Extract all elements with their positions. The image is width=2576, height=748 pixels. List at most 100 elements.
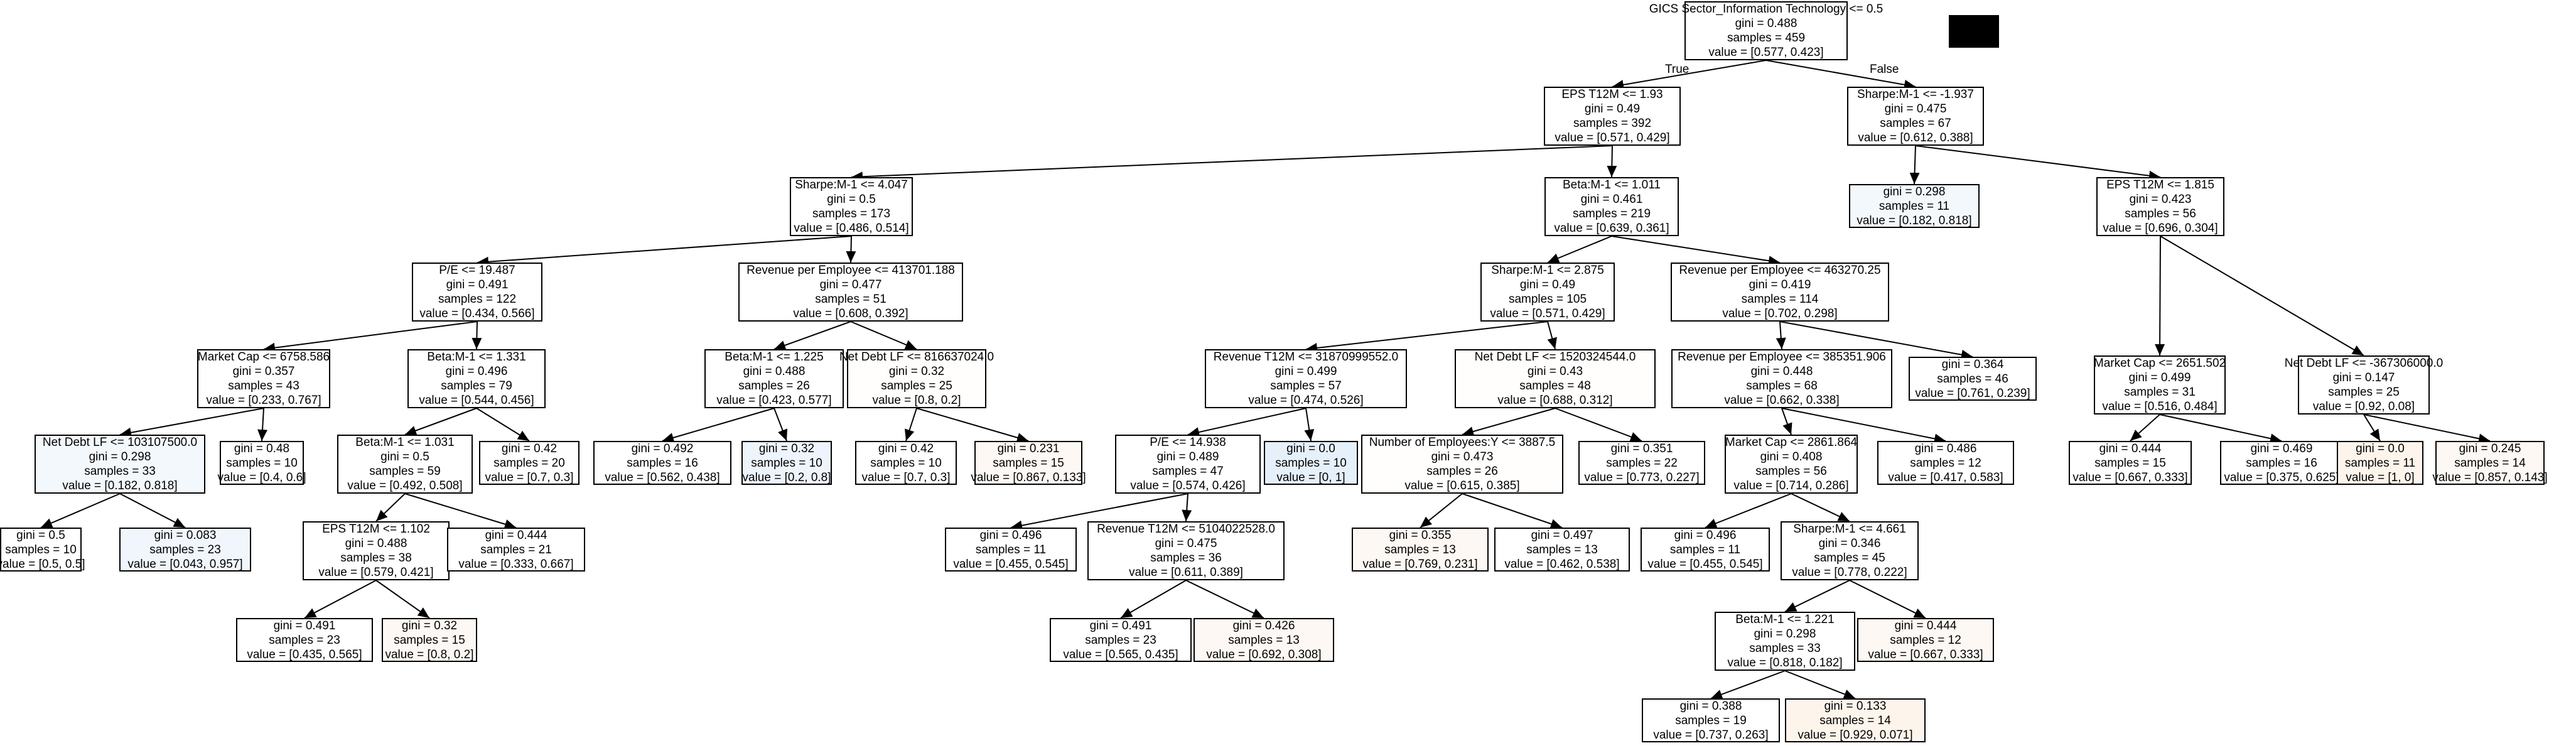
edge-n19-n38 bbox=[1781, 408, 1946, 444]
node-stat-line: value = [0.769, 0.231] bbox=[1362, 557, 1478, 571]
edge-n11-n21 bbox=[2130, 414, 2160, 442]
node-split-rule: Number of Employees:Y <= 3887.5 bbox=[1369, 436, 1556, 449]
node-stat-line: samples = 79 bbox=[441, 379, 512, 393]
edge-n35-n45 bbox=[1420, 493, 1463, 528]
node-stat-line: samples = 392 bbox=[1573, 117, 1652, 130]
edge-n41-n49 bbox=[304, 580, 377, 619]
node-stat-line: gini = 0.0 bbox=[1286, 442, 1335, 455]
node-stat-line: samples = 26 bbox=[738, 379, 810, 393]
edge-n53-n55 bbox=[1710, 670, 1786, 700]
node-stat-line: value = [0.761, 0.239] bbox=[1915, 386, 2030, 400]
node-stat-line: gini = 0.489 bbox=[1156, 450, 1219, 463]
node-stat-line: samples = 12 bbox=[1910, 456, 1981, 470]
node-stat-line: gini = 0.444 bbox=[1894, 619, 1957, 632]
node-split-rule: Revenue T12M <= 5104022528.0 bbox=[1097, 523, 1275, 536]
node-stat-line: gini = 0.496 bbox=[979, 528, 1042, 542]
edge-n15-n30 bbox=[773, 408, 788, 442]
edge-n2-n6 bbox=[1915, 145, 2161, 181]
node-stat-line: gini = 0.083 bbox=[154, 528, 217, 542]
node-stat-line: gini = 0.32 bbox=[888, 365, 945, 378]
node-split-rule: P/E <= 19.487 bbox=[439, 264, 515, 277]
node-stat-line: samples = 47 bbox=[1152, 465, 1224, 478]
edge-n48-n53 bbox=[1784, 580, 1850, 612]
node-stat-line: gini = 0.43 bbox=[1527, 365, 1583, 378]
node-stat-line: value = [0, 1] bbox=[1276, 470, 1345, 484]
node-stat-line: value = [0.562, 0.438] bbox=[605, 470, 720, 484]
edge-n11-n22 bbox=[2159, 414, 2282, 444]
edge-n16-n32 bbox=[916, 408, 1029, 443]
node-stat-line: value = [0.571, 0.429] bbox=[1490, 307, 1605, 320]
true-branch-label: True bbox=[1665, 63, 1689, 76]
node-stat-line: value = [0.667, 0.333] bbox=[2072, 470, 2188, 484]
node-stat-line: gini = 0.42 bbox=[501, 442, 558, 455]
edge-n25-n40 bbox=[119, 493, 186, 528]
node-stat-line: gini = 0.448 bbox=[1750, 365, 1813, 378]
node-stat-line: gini = 0.5 bbox=[827, 193, 876, 206]
node-stat-line: value = [0.474, 0.526] bbox=[1248, 394, 1364, 407]
edge-n10-n20 bbox=[1779, 321, 1973, 360]
node-stat-line: value = [0.737, 0.263] bbox=[1653, 728, 1769, 742]
node-stat-line: gini = 0.486 bbox=[1914, 442, 1977, 455]
node-stat-line: value = [0.714, 0.286] bbox=[1733, 479, 1849, 492]
node-stat-line: value = [0.574, 0.426] bbox=[1130, 479, 1246, 492]
node-stat-line: samples = 13 bbox=[1384, 543, 1456, 556]
node-stat-line: samples = 51 bbox=[815, 293, 887, 306]
node-stat-line: samples = 19 bbox=[1675, 713, 1747, 727]
edge-n15-n29 bbox=[662, 408, 775, 443]
node-stat-line: value = [0.435, 0.565] bbox=[247, 648, 362, 661]
node-stat-line: gini = 0.419 bbox=[1749, 278, 1811, 291]
node-stat-line: gini = 0.408 bbox=[1760, 450, 1823, 463]
node-stat-line: samples = 22 bbox=[1606, 456, 1678, 470]
edge-n18-n36 bbox=[1555, 408, 1642, 442]
node-stat-line: samples = 25 bbox=[881, 379, 952, 393]
node-stat-line: samples = 10 bbox=[226, 456, 298, 470]
node-stat-line: gini = 0.388 bbox=[1679, 699, 1742, 713]
false-branch-label: False bbox=[1870, 63, 1899, 76]
node-stat-line: samples = 10 bbox=[870, 456, 942, 470]
node-stat-line: samples = 16 bbox=[2246, 456, 2317, 470]
node-stat-line: value = [0.417, 0.583] bbox=[1888, 470, 2003, 484]
node-stat-line: gini = 0.245 bbox=[2459, 442, 2521, 455]
node-stat-line: gini = 0.444 bbox=[485, 528, 547, 542]
node-stat-line: gini = 0.444 bbox=[2099, 442, 2162, 455]
node-split-rule: Sharpe:M-1 <= -1.937 bbox=[1857, 88, 1974, 101]
node-stat-line: gini = 0.488 bbox=[1735, 17, 1797, 30]
node-stat-line: value = [0.773, 0.227] bbox=[1584, 470, 1700, 484]
node-stat-line: samples = 23 bbox=[1085, 633, 1156, 647]
edge-n17-n33 bbox=[1187, 408, 1307, 437]
node-stat-line: value = [0.8, 0.2] bbox=[872, 394, 961, 407]
edge-n0-n1 bbox=[1612, 60, 1767, 90]
node-stat-line: value = [0.7, 0.3] bbox=[861, 470, 951, 484]
node-stat-line: value = [0.612, 0.388] bbox=[1858, 131, 1973, 144]
edge-n19-n37 bbox=[1781, 408, 1792, 435]
node-stat-line: gini = 0.488 bbox=[345, 537, 407, 550]
node-stat-line: value = [0.423, 0.577] bbox=[716, 394, 832, 407]
node-stat-line: gini = 0.491 bbox=[446, 278, 509, 291]
edge-n3-n7 bbox=[477, 236, 852, 267]
node-split-rule: EPS T12M <= 1.815 bbox=[2106, 178, 2214, 192]
node-stat-line: value = [0.455, 0.545] bbox=[1647, 557, 1763, 571]
node-stat-line: value = [0.2, 0.8] bbox=[742, 470, 831, 484]
node-split-rule: Net Debt LF <= -367306000.0 bbox=[2284, 357, 2444, 370]
edge-n1-n3 bbox=[851, 145, 1613, 182]
edge-n13-n25 bbox=[119, 408, 264, 438]
node-split-rule: Net Debt LF <= 1520324544.0 bbox=[1474, 350, 1636, 364]
edge-n33-n44 bbox=[1182, 493, 1192, 522]
